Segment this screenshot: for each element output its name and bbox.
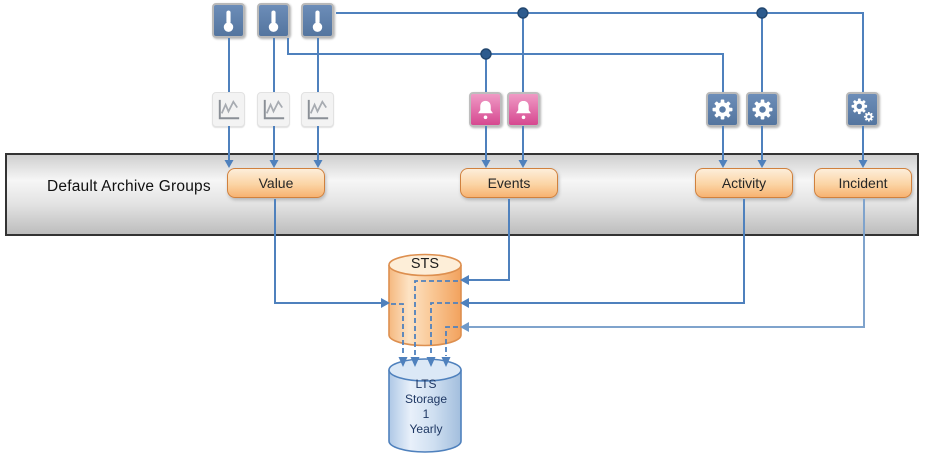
alarm-bell-icon (469, 92, 502, 127)
incident-group-node: Incident (814, 168, 912, 198)
trend-chart-icon (257, 92, 290, 127)
sts-label: STS (410, 256, 440, 272)
incident-group-label: Incident (838, 175, 888, 191)
trend-chart-icon (212, 92, 245, 127)
thermometer-icon (212, 3, 245, 38)
lts-label-line: LTS (415, 377, 437, 391)
lts-label-line: Storage (404, 392, 448, 406)
gear-icon (746, 92, 779, 127)
thermometer-icon (301, 3, 334, 38)
events-group-node: Events (460, 168, 558, 198)
connector-mid-bus (287, 38, 724, 92)
thermometer-icon (257, 3, 290, 38)
junction-dot (517, 7, 529, 19)
value-group-node: Value (227, 168, 325, 198)
lts-label-line: Yearly (409, 422, 443, 436)
junction-dot (756, 7, 768, 19)
events-group-label: Events (487, 175, 531, 191)
activity-group-label: Activity (721, 175, 767, 191)
alarm-bell-icon (507, 92, 540, 127)
band-label: Default Archive Groups (47, 178, 211, 195)
lts-label-line: 1 (422, 407, 430, 421)
connector-top-bus (336, 12, 864, 92)
junction-dot (480, 48, 492, 60)
double-gear-icon (846, 92, 879, 127)
activity-group-node: Activity (695, 168, 793, 198)
lts-label: LTS Storage 1 Yearly (388, 377, 464, 437)
trend-chart-icon (301, 92, 334, 127)
junction-dots (480, 7, 768, 60)
gear-icon (706, 92, 739, 127)
value-group-label: Value (258, 175, 294, 191)
